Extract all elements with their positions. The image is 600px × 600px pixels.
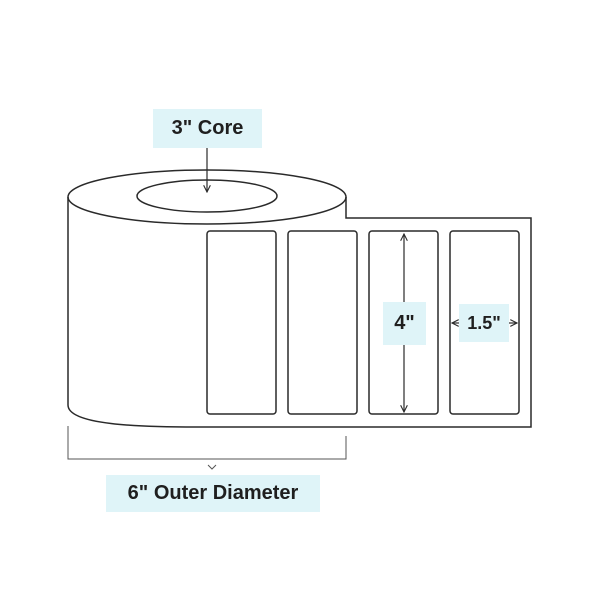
roll-body-outline <box>67 197 532 428</box>
label-1 <box>206 230 277 415</box>
label-3 <box>368 230 439 415</box>
outer-diameter-bracket <box>67 426 347 460</box>
label-width-callout: 1.5" <box>459 304 509 342</box>
label-4 <box>449 230 520 415</box>
core-size-callout: 3" Core <box>153 109 262 148</box>
outer-diameter-tick <box>207 464 217 470</box>
label-height-callout: 4" <box>383 302 426 345</box>
outer-diameter-callout: 6" Outer Diameter <box>106 475 320 512</box>
label-2 <box>287 230 358 415</box>
